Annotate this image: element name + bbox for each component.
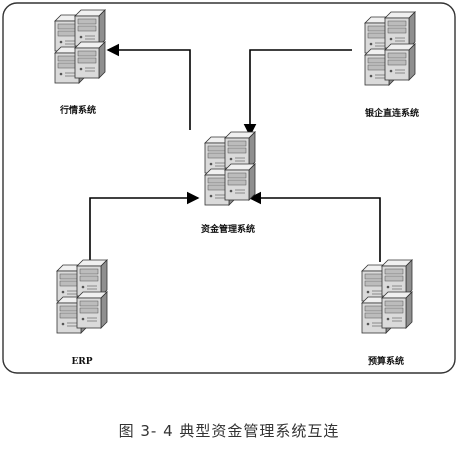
figure-caption: 图 3- 4 典型资金管理系统互连 (118, 422, 340, 440)
arrow-bank-to-treasury (243, 49, 352, 137)
node-label-treasury: 资金管理系统 (201, 223, 255, 235)
node-label-bank: 银企直连系统 (365, 107, 419, 119)
node-label-market: 行情系统 (59, 104, 96, 116)
arrow-treasury-to-market (106, 43, 191, 130)
node-label-erp: ERP (71, 357, 92, 367)
server-rack-icon (57, 260, 107, 333)
arrow-erp-to-treasury (89, 191, 200, 265)
server-rack-icon (362, 260, 412, 333)
interconnection-diagram: 行情系统 银企直连系统 资金管理系统 ERP 预算系统 (2, 2, 456, 374)
outer-frame (2, 2, 456, 374)
server-rack-icon (55, 10, 105, 83)
node-label-budget: 预算系统 (368, 355, 404, 367)
server-rack-icon (205, 132, 255, 205)
connectors (89, 43, 381, 265)
arrow-budget-to-treasury (248, 191, 381, 262)
server-rack-icon (365, 12, 415, 85)
